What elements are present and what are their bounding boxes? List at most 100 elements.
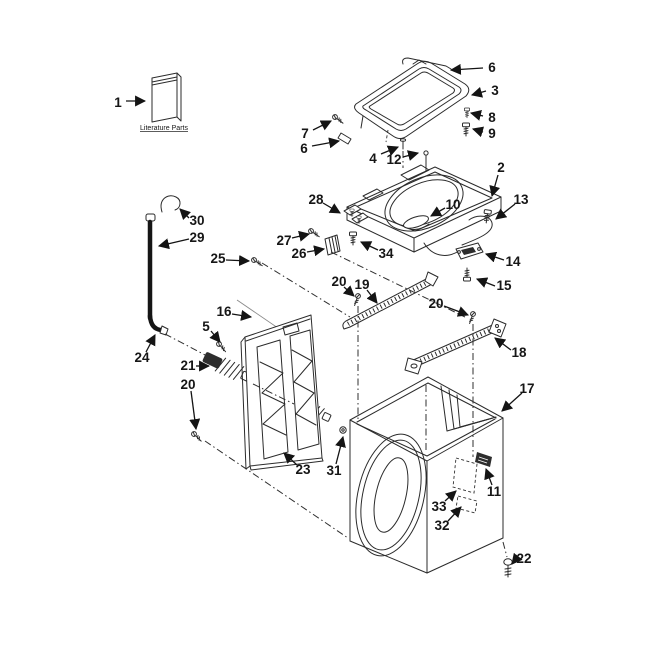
callout-29-label: 29 xyxy=(189,230,204,245)
damper-21-part xyxy=(202,352,252,382)
front-panel-emboss xyxy=(355,433,427,557)
callout-22-label: 22 xyxy=(516,551,531,566)
literature-parts-caption: Literature Parts xyxy=(140,125,188,132)
leveling-leg-22 xyxy=(502,541,513,578)
bolt-15 xyxy=(463,267,471,282)
callout-16-label: 16 xyxy=(216,304,232,319)
callout-18: 18 xyxy=(494,337,527,360)
side-opening-33 xyxy=(452,457,478,494)
callout-32: 32 xyxy=(434,506,462,533)
callout-31-label: 31 xyxy=(326,463,342,478)
lid-part xyxy=(331,57,470,223)
callout-34: 34 xyxy=(360,241,394,261)
callout-4: 4 xyxy=(369,145,400,166)
drain-hose-part xyxy=(145,195,181,336)
callout-30: 30 xyxy=(179,208,205,228)
callout-7: 7 xyxy=(301,120,332,141)
screw-8 xyxy=(464,107,470,119)
screw-5 xyxy=(214,340,229,353)
callout-26-label: 26 xyxy=(291,246,307,261)
alignment-lines xyxy=(164,251,474,539)
callout-17-label: 17 xyxy=(519,381,534,396)
callout-21-label: 21 xyxy=(180,358,196,373)
callout-24-label: 24 xyxy=(134,350,150,365)
callout-6-top: 6 xyxy=(449,60,496,75)
callout-33: 33 xyxy=(431,490,457,514)
callout-16: 16 xyxy=(216,304,253,321)
callout-14: 14 xyxy=(484,251,521,269)
callout-15: 15 xyxy=(475,277,512,293)
lid-seal-top xyxy=(402,57,452,70)
callout-14-label: 14 xyxy=(505,254,521,269)
literature-book-part: Literature Parts xyxy=(140,72,188,132)
callout-22: 22 xyxy=(511,551,532,566)
callout-7-label: 7 xyxy=(301,126,309,141)
callout-13-label: 13 xyxy=(513,192,529,207)
callout-10: 10 xyxy=(430,197,461,217)
callout-20c-label: 20 xyxy=(180,377,195,392)
callout-23: 23 xyxy=(283,452,311,477)
callout-9: 9 xyxy=(471,126,496,141)
callout-10-label: 10 xyxy=(445,197,460,212)
callout-6-label: 6 xyxy=(488,60,496,75)
callout-12: 12 xyxy=(386,150,420,167)
callout-11-label: 11 xyxy=(487,484,502,499)
callout-28: 28 xyxy=(308,192,341,214)
callout-34-label: 34 xyxy=(378,246,394,261)
callout-28-label: 28 xyxy=(308,192,324,207)
screw-20-bottom xyxy=(189,430,205,442)
callout-20b-label: 20 xyxy=(428,296,443,311)
top-panel-part xyxy=(250,164,502,267)
front-panel-part xyxy=(240,314,324,471)
cabinet-part xyxy=(349,376,513,578)
callout-9-label: 9 xyxy=(488,126,496,141)
callout-8: 8 xyxy=(469,110,496,125)
bolt-9 xyxy=(462,122,470,137)
screw-7 xyxy=(331,113,346,124)
callout-26: 26 xyxy=(291,245,326,261)
lid-latch-part xyxy=(455,215,493,282)
callout-20a-label: 20 xyxy=(331,274,346,289)
screw-20-left xyxy=(354,293,361,306)
screw-25 xyxy=(250,256,265,267)
callout-32-label: 32 xyxy=(434,518,449,533)
callout-20-bottom: 20 xyxy=(180,377,201,431)
callout-17: 17 xyxy=(501,381,535,412)
callout-25: 25 xyxy=(210,251,251,267)
callout-27: 27 xyxy=(276,230,311,248)
callout-8-label: 8 xyxy=(488,110,496,125)
callout-18-label: 18 xyxy=(511,345,527,360)
callout-24: 24 xyxy=(134,334,156,365)
callout-23-label: 23 xyxy=(295,462,311,477)
rail-19-part xyxy=(342,271,439,330)
hinge-brackets xyxy=(343,204,369,225)
bolt-34 xyxy=(349,231,357,246)
callout-3: 3 xyxy=(470,83,499,98)
callout-31: 31 xyxy=(326,435,346,478)
callout-20-right: 20 xyxy=(428,296,470,317)
bracket-26 xyxy=(324,234,341,256)
callout-11: 11 xyxy=(484,467,502,499)
callout-6-corner: 6 xyxy=(300,137,341,156)
callout-2-label: 2 xyxy=(497,160,505,175)
lid-seal-corner xyxy=(337,132,352,145)
callout-19-label: 19 xyxy=(354,277,369,292)
callout-19: 19 xyxy=(354,277,378,304)
callout-3-label: 3 xyxy=(491,83,499,98)
rating-plate-11 xyxy=(475,452,492,467)
callout-4-label: 4 xyxy=(369,151,377,166)
callout-5: 5 xyxy=(202,319,221,343)
callout-29: 29 xyxy=(157,230,205,250)
callout-2: 2 xyxy=(489,160,505,198)
screw-27 xyxy=(307,227,322,238)
hose-hook-30 xyxy=(160,195,181,213)
screw-12 xyxy=(423,150,429,156)
callout-13: 13 xyxy=(495,192,529,220)
callout-20-left: 20 xyxy=(331,274,355,297)
hose-end-24 xyxy=(159,325,169,336)
callout-21: 21 xyxy=(180,358,211,373)
callout-15-label: 15 xyxy=(496,278,512,293)
side-opening-32 xyxy=(455,495,478,514)
